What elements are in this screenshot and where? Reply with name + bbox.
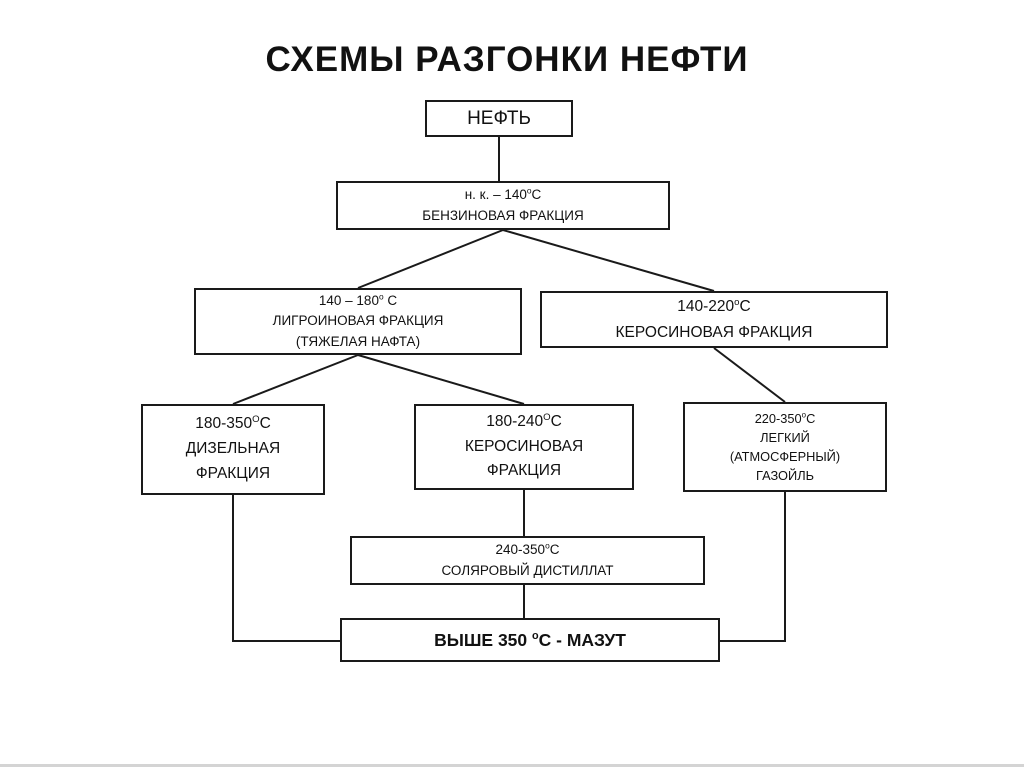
box-mazut: ВЫШЕ 350 оС - МАЗУТ	[340, 618, 720, 662]
solar-name: СОЛЯРОВЫЙ ДИСТИЛЛАТ	[441, 562, 614, 578]
benzin-name: БЕНЗИНОВАЯ ФРАКЦИЯ	[422, 207, 584, 223]
kerosene-mid-name-line1: КЕРОСИНОВАЯ	[464, 437, 584, 455]
benzin-temp-range: н. к. – 140оС	[464, 185, 542, 202]
mazut-label: ВЫШЕ 350 оС - МАЗУТ	[434, 629, 626, 650]
ligroin-temp-range: 140 – 180о С	[318, 291, 398, 309]
ligroin-alt-name: (ТЯЖЕЛАЯ НАФТА)	[295, 333, 421, 349]
kerosene-right-name: КЕРОСИНОВАЯ ФРАКЦИЯ	[615, 323, 813, 341]
neft-label: НЕФТЬ	[467, 107, 531, 129]
slide-bottom-edge	[0, 764, 1024, 767]
box-light-gasoil: 220-350оС ЛЕГКИЙ (АТМОСФЕРНЫЙ) ГАЗОЙЛЬ	[683, 402, 887, 492]
gasoil-name-line1: ЛЕГКИЙ	[760, 429, 810, 445]
connector-gasoil-mazut	[720, 492, 786, 642]
kerosene-mid-name-line2: ФРАКЦИЯ	[486, 462, 562, 480]
box-diesel-fraction: 180-350ОС ДИЗЕЛЬНАЯ ФРАКЦИЯ	[141, 404, 325, 495]
box-benzin-fraction: н. к. – 140оС БЕНЗИНОВАЯ ФРАКЦИЯ	[336, 181, 670, 230]
diesel-name-line1: ДИЗЕЛЬНАЯ	[185, 440, 281, 458]
kerosene-right-temp-range: 140-220оС	[677, 296, 751, 315]
gasoil-name-line2: (АТМОСФЕРНЫЙ)	[729, 449, 841, 464]
connector-diesel-mazut	[232, 495, 340, 642]
box-kerosene-fraction-mid: 180-240ОС КЕРОСИНОВАЯ ФРАКЦИЯ	[414, 404, 634, 490]
box-kerosene-fraction-right: 140-220оС КЕРОСИНОВАЯ ФРАКЦИЯ	[540, 291, 888, 348]
connector-ligroin-kerosene-mid	[357, 354, 525, 405]
connector-kerosene-right-gasoil	[713, 347, 786, 403]
diesel-temp-range: 180-350ОС	[195, 414, 271, 433]
connector-benzin-ligroin	[357, 229, 504, 289]
connector-ligroin-diesel	[232, 354, 359, 405]
connector-benzin-kerosene-right	[502, 229, 715, 292]
gasoil-name-line3: ГАЗОЙЛЬ	[756, 468, 814, 484]
box-solar-distillate: 240-350оС СОЛЯРОВЫЙ ДИСТИЛЛАТ	[350, 536, 705, 585]
kerosene-mid-temp-range: 180-240ОС	[486, 411, 562, 430]
diesel-name-line2: ФРАКЦИЯ	[195, 464, 271, 482]
page-title: СХЕМЫ РАЗГОНКИ НЕФТИ	[265, 40, 749, 79]
ligroin-name: ЛИГРОИНОВАЯ ФРАКЦИЯ	[272, 313, 444, 329]
box-ligroin-fraction: 140 – 180о С ЛИГРОИНОВАЯ ФРАКЦИЯ (ТЯЖЕЛА…	[194, 288, 522, 355]
box-neft: НЕФТЬ	[425, 100, 573, 137]
gasoil-temp-range: 220-350оС	[754, 410, 816, 426]
solar-temp-range: 240-350оС	[495, 540, 560, 557]
